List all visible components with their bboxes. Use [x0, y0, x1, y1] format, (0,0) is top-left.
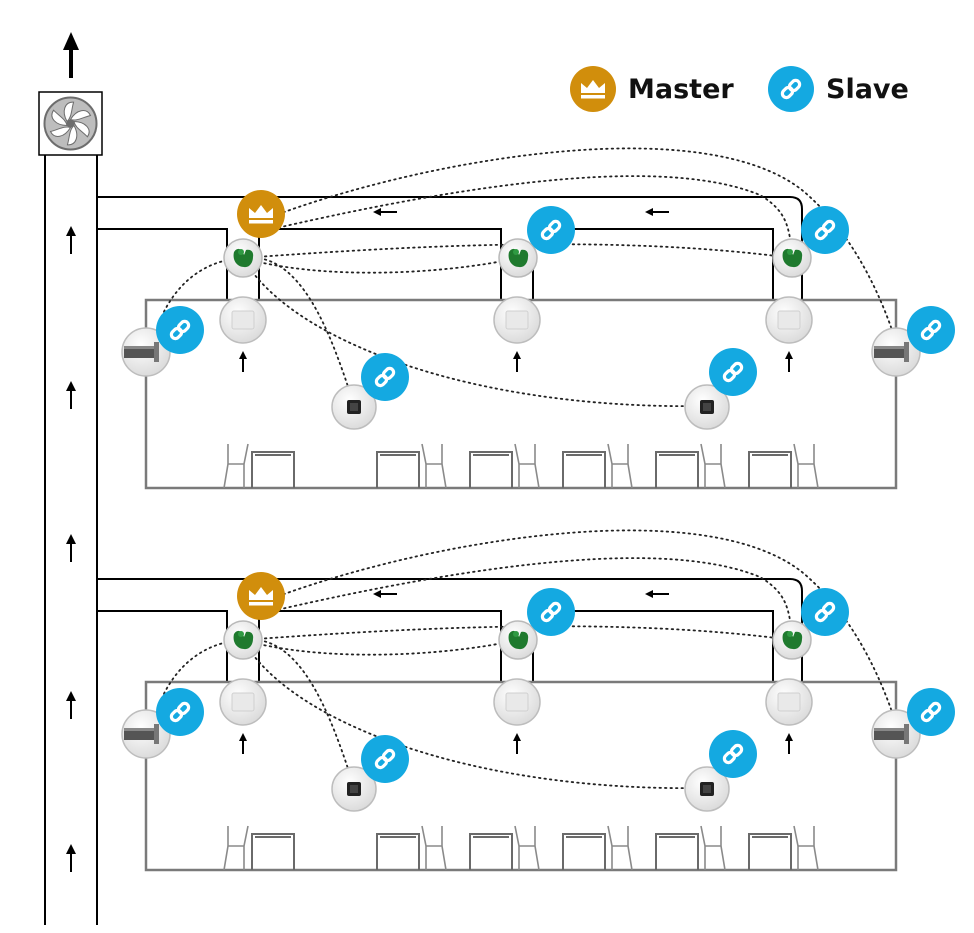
furniture: [223, 443, 819, 489]
supply-diffuser: [219, 678, 267, 726]
slave-badge: [801, 206, 849, 254]
supply-diffuser: [765, 296, 813, 344]
controller-device-icon: [772, 238, 812, 278]
connection-lines: [151, 147, 899, 408]
connection-lines: [151, 529, 899, 790]
crown-icon: [570, 66, 616, 112]
branch-duct-inner: [97, 610, 774, 682]
room-lower: [97, 529, 955, 872]
controller-device-icon: [772, 620, 812, 660]
controller-device-icon: [498, 238, 538, 278]
legend-slave: Slave: [768, 64, 909, 114]
legend-slave-label: Slave: [826, 73, 909, 105]
slave-badge: [527, 206, 575, 254]
controller-device-icon: [223, 238, 263, 278]
supply-arrows: [239, 351, 793, 372]
supply-diffuser: [219, 296, 267, 344]
slave-badge: [361, 735, 409, 783]
branch-duct-flow-arrows: [373, 590, 669, 598]
furniture: [223, 825, 819, 871]
room-upper: [97, 147, 955, 490]
link-icon: [768, 66, 814, 112]
branch-duct-flow-arrows: [373, 208, 669, 216]
supply-diffuser: [493, 678, 541, 726]
fan-unit: [38, 91, 103, 156]
slave-badge: [801, 588, 849, 636]
exhaust-arrow: [63, 32, 79, 78]
legend-master-label: Master: [628, 73, 734, 105]
slave-badge: [709, 730, 757, 778]
slave-badge: [709, 348, 757, 396]
main-duct-flow-arrows: [66, 226, 76, 872]
branch-duct-outer: [97, 196, 803, 300]
fan-icon: [43, 96, 98, 151]
slave-badge: [361, 353, 409, 401]
legend-master: Master: [570, 64, 734, 114]
controller-device-icon: [223, 620, 263, 660]
supply-arrows: [239, 733, 793, 754]
slave-badge: [907, 306, 955, 354]
slave-badge: [156, 306, 204, 354]
master-badge: [237, 190, 285, 238]
slave-badge: [527, 588, 575, 636]
slave-badge: [156, 688, 204, 736]
slave-badge: [907, 688, 955, 736]
master-badge: [237, 572, 285, 620]
branch-duct-inner: [97, 228, 774, 300]
branch-duct-outer: [97, 578, 803, 682]
supply-diffuser: [493, 296, 541, 344]
supply-diffuser: [765, 678, 813, 726]
controller-device-icon: [498, 620, 538, 660]
